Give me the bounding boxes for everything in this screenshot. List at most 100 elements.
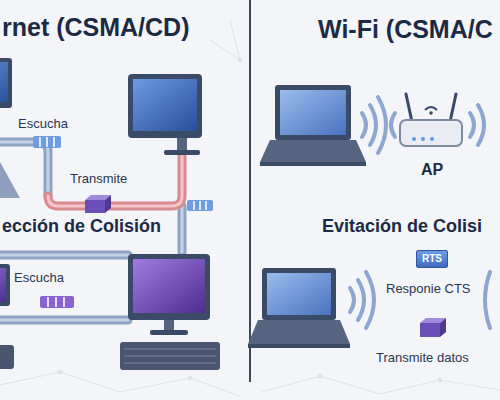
- computer: [124, 349, 216, 363]
- laptop: [262, 268, 336, 320]
- computer: [120, 342, 220, 370]
- step-label: Escucha: [18, 116, 68, 132]
- computer: [164, 150, 200, 155]
- collision-cable: [48, 156, 182, 206]
- panel-title: Wi-Fi (CSMA/C: [318, 14, 493, 44]
- collision-cable: [48, 156, 182, 206]
- listen-packet: [39, 137, 41, 147]
- laptop: [267, 273, 331, 315]
- access-point: [425, 107, 437, 110]
- computer: [124, 356, 216, 357]
- computer: [133, 79, 197, 131]
- background-network: [238, 58, 242, 62]
- computer-partial: [0, 162, 20, 198]
- collision-packet: [187, 200, 213, 211]
- listen-packet: [40, 296, 74, 308]
- access-point: [429, 111, 433, 115]
- section-heading: Evitación de Colisi: [322, 216, 482, 238]
- laptop: [260, 162, 366, 166]
- computer: [150, 330, 188, 335]
- access-point: [421, 137, 425, 141]
- step-label: Transmite datos: [376, 350, 469, 366]
- step-label: Escucha: [14, 270, 64, 286]
- wifi-waves: [358, 280, 364, 320]
- wifi-waves: [366, 272, 374, 328]
- collision-packet: [187, 200, 213, 211]
- wifi-panel: Wi-Fi (CSMA/C RTS: [251, 0, 500, 400]
- listen-packet: [63, 297, 65, 307]
- listen-packet: [48, 297, 64, 307]
- background-network: [210, 20, 240, 60]
- background-network: [58, 370, 62, 374]
- background-network: [438, 378, 442, 382]
- listen-packet: [47, 297, 49, 307]
- wifi-waves: [350, 272, 490, 328]
- ethernet-cable: [181, 206, 184, 252]
- access-point: [412, 137, 416, 141]
- background-network: [318, 374, 322, 378]
- laptop: [280, 90, 346, 135]
- listen-packet: [40, 137, 54, 147]
- wifi-waves: [362, 97, 484, 153]
- computer: [124, 349, 216, 350]
- section-heading: ección de Colisión: [2, 216, 161, 238]
- ethernet-cable: [0, 254, 128, 257]
- step-label: Responie CTS: [386, 281, 471, 297]
- computer: [128, 74, 202, 155]
- computer: [128, 74, 202, 138]
- collision-packet: [193, 201, 195, 210]
- computer: [124, 363, 216, 364]
- laptop: [275, 85, 351, 140]
- rts-packet: RTS: [416, 250, 448, 268]
- collision-cable: [48, 156, 182, 206]
- wifi-waves: [470, 113, 474, 137]
- wifi-waves: [485, 272, 490, 328]
- collision-packet: [205, 201, 207, 210]
- listen-packet: [46, 137, 48, 147]
- listen-packet: [33, 136, 61, 148]
- computer-partial: [0, 268, 6, 302]
- panel-title: rnet (CSMA/CD): [2, 12, 190, 42]
- data-packet: [440, 318, 446, 337]
- laptop: [260, 140, 366, 162]
- computer: [177, 138, 187, 152]
- access-point: [400, 120, 462, 146]
- device-label: AP: [421, 160, 443, 179]
- transmit-packet: [85, 195, 111, 213]
- listen-packet: [55, 297, 57, 307]
- computer-partial: [0, 264, 10, 306]
- transmit-packet: [105, 195, 111, 213]
- laptop: [248, 344, 350, 348]
- panel-divider: [249, 0, 251, 382]
- background-network: [262, 376, 500, 394]
- wifi-waves: [378, 97, 386, 153]
- background-network: [188, 376, 192, 380]
- collision-packet: [194, 201, 206, 210]
- wifi-waves: [350, 288, 354, 312]
- listen-packet: [53, 137, 55, 147]
- packet-label: RTS: [417, 251, 447, 267]
- computer-partial: [0, 58, 12, 108]
- step-label: Transmite: [70, 171, 127, 187]
- ethernet-cable: [178, 206, 187, 252]
- computer: [133, 259, 205, 313]
- computer-partial: [0, 58, 20, 369]
- access-point: [430, 137, 434, 141]
- wifi-waves: [391, 113, 395, 137]
- computer: [120, 254, 220, 370]
- computer-partial: [0, 62, 8, 102]
- computer: [128, 254, 210, 320]
- wifi-waves: [478, 105, 484, 145]
- collision-packet: [199, 201, 201, 210]
- computer-partial: [0, 345, 14, 369]
- wifi-waves: [370, 105, 376, 145]
- wifi-waves: [362, 113, 366, 137]
- ethernet-cable: [0, 316, 128, 325]
- ethernet-cable: [0, 319, 128, 322]
- access-point: [400, 94, 462, 146]
- background-network: [0, 372, 240, 396]
- data-packet: [420, 318, 446, 337]
- access-point: [406, 94, 412, 122]
